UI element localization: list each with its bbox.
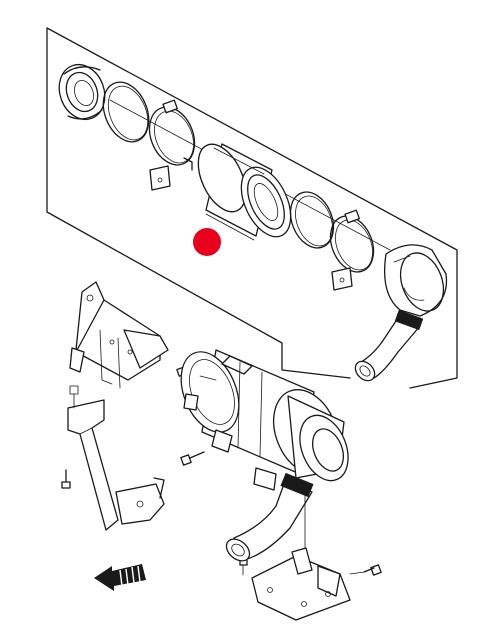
air-filter-housing <box>180 349 349 491</box>
red-dot-marker <box>193 228 221 256</box>
inlet-cap <box>58 63 106 121</box>
snap-ring-upper-right <box>289 191 335 249</box>
panel-border-left <box>46 27 351 379</box>
elbow-hose-upper <box>354 309 424 382</box>
hose-clamp-upper-right <box>329 209 375 291</box>
base-bracket <box>251 547 351 621</box>
bolt-lower-housing <box>180 451 205 466</box>
leader-lines <box>199 375 365 575</box>
bolt-right <box>363 564 382 576</box>
elbow-hose-lower <box>225 472 314 562</box>
outlet-end-cap <box>383 244 448 317</box>
snap-ring-upper-left <box>102 81 150 143</box>
hatched-arrow-left-icon <box>94 564 146 591</box>
panel-border-right <box>46 27 458 389</box>
filter-element <box>197 143 292 241</box>
hose-clamp-upper-left <box>148 99 196 191</box>
support-leg <box>67 385 165 531</box>
mounting-bracket-upper <box>69 281 169 389</box>
bolt-left-lower <box>61 469 71 489</box>
